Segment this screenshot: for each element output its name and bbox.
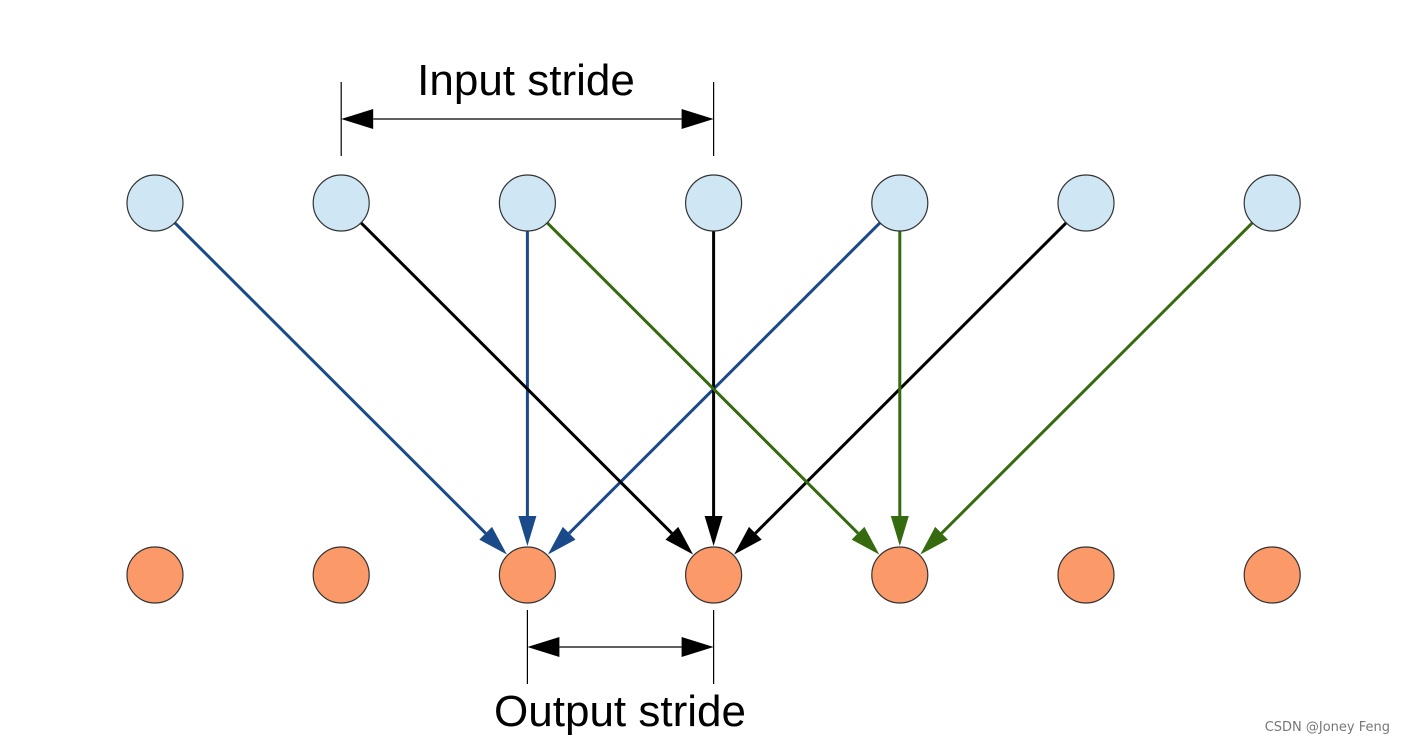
arrowhead xyxy=(704,516,723,546)
connection-arrow-black xyxy=(704,231,723,546)
arrowhead-right xyxy=(681,109,714,129)
input-node xyxy=(312,174,370,232)
watermark-text: CSDN @Joney Feng xyxy=(1264,720,1390,735)
input-node xyxy=(684,174,743,232)
arrowhead xyxy=(734,526,762,555)
arrowhead xyxy=(920,526,948,555)
connection-arrow-blue xyxy=(173,221,507,555)
output-node xyxy=(126,546,184,604)
input-node xyxy=(498,174,557,232)
output-stride-label: Output stride xyxy=(494,687,746,736)
connection-arrow-green xyxy=(890,231,909,546)
output-node-row xyxy=(126,546,1301,604)
output-node xyxy=(684,546,743,604)
connection-line xyxy=(546,221,860,535)
arrowhead xyxy=(479,526,507,555)
connection-arrow-green xyxy=(920,221,1254,555)
connection-line xyxy=(359,221,673,535)
connection-arrow-black xyxy=(359,221,694,555)
arrowhead xyxy=(547,526,576,555)
input-stride-label: Input stride xyxy=(417,56,635,105)
arrowhead-left xyxy=(527,637,560,657)
arrowhead xyxy=(665,526,694,555)
input-stride-marker xyxy=(340,82,715,156)
output-node xyxy=(312,546,370,604)
arrowhead xyxy=(890,516,909,546)
input-node-row xyxy=(126,174,1301,232)
arrowhead xyxy=(851,526,880,555)
connection-line xyxy=(568,221,882,535)
output-stride-marker xyxy=(526,610,715,684)
output-node xyxy=(1057,546,1115,604)
output-node xyxy=(1243,546,1301,604)
stride-dimension-markers xyxy=(340,82,715,684)
arrowhead-left xyxy=(341,109,374,129)
connection-arrows xyxy=(173,221,1254,555)
connection-line xyxy=(940,221,1254,535)
arrowhead xyxy=(518,516,537,546)
connection-line xyxy=(754,221,1068,535)
output-node xyxy=(871,546,929,604)
input-node xyxy=(126,174,184,232)
input-node xyxy=(871,174,929,232)
input-node xyxy=(1057,174,1115,232)
output-node xyxy=(498,546,557,604)
input-node xyxy=(1243,174,1301,232)
connection-arrow-blue xyxy=(518,231,537,546)
arrowhead-right xyxy=(681,637,714,657)
connection-arrow-green xyxy=(546,221,880,555)
connection-line xyxy=(173,221,487,535)
